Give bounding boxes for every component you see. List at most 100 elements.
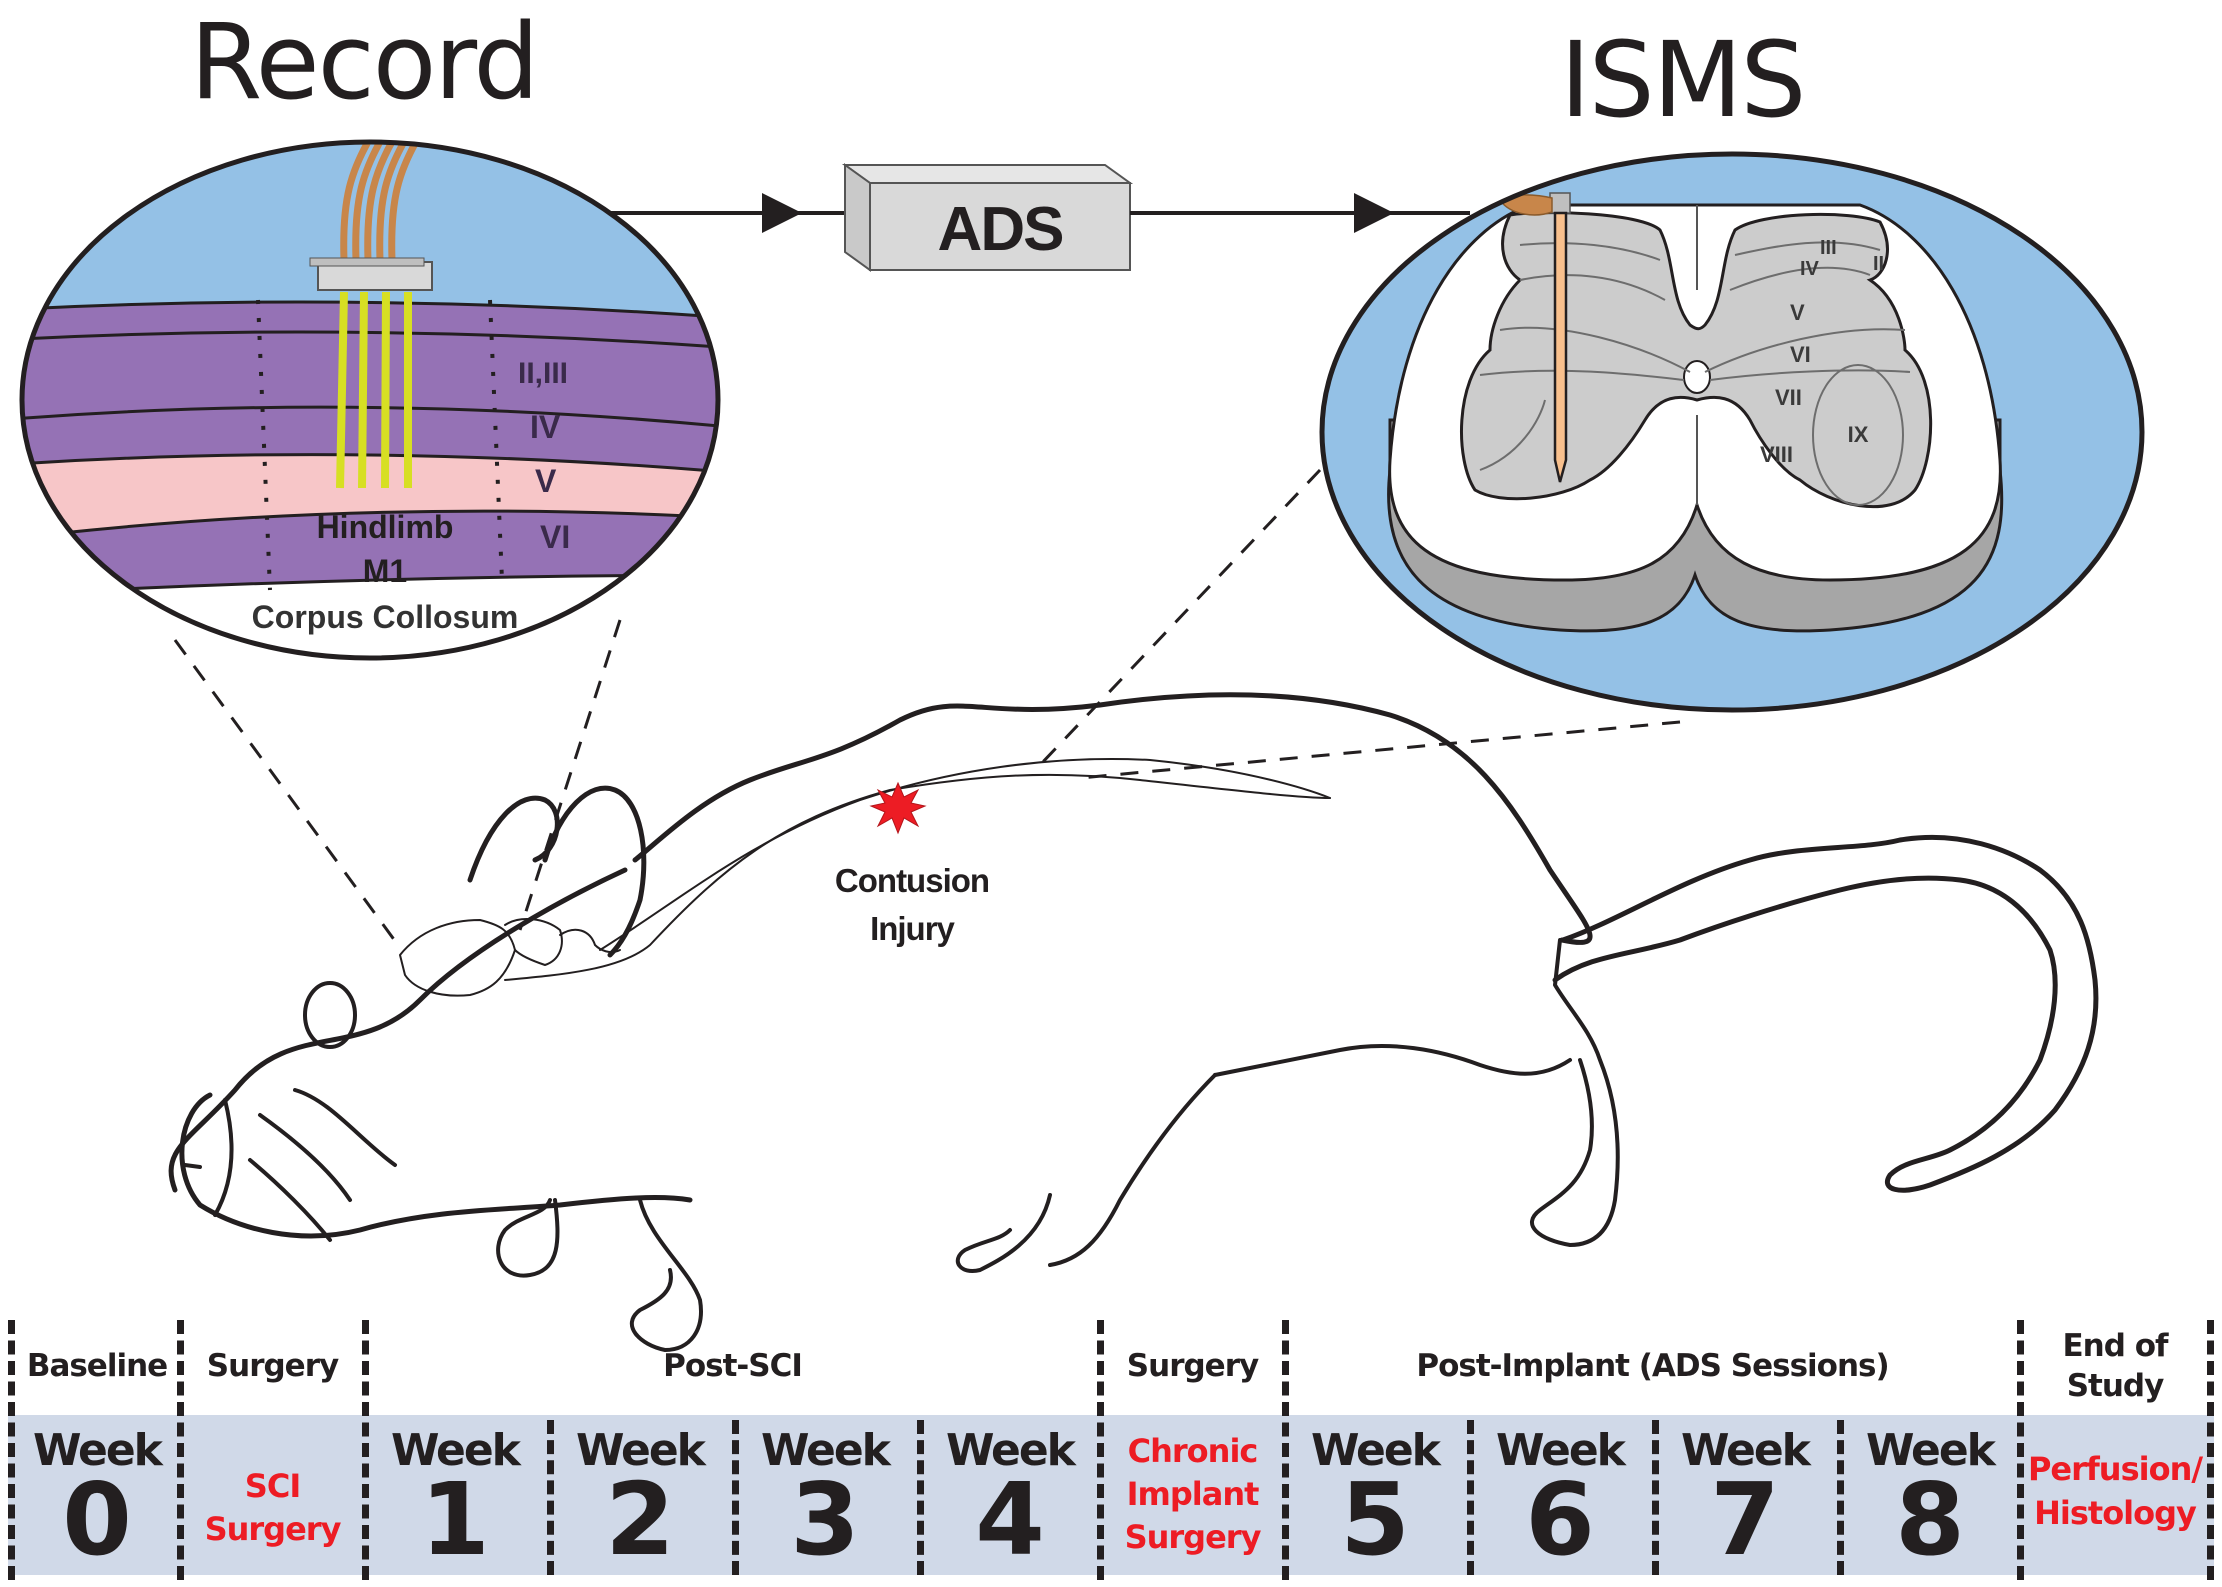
phase-divider — [362, 1320, 369, 1580]
phase-divider — [1282, 1320, 1289, 1580]
phase-header: Post-Implant (ADS Sessions) — [1416, 1348, 1889, 1384]
phase-end-of-study: End of Study Perfusion/ Histology — [2020, 1280, 2210, 1580]
layer-label-v: V — [535, 463, 557, 499]
week-number: 5 — [1340, 1461, 1410, 1578]
week-label: Week — [1311, 1425, 1441, 1476]
rat-belly — [1213, 1044, 1572, 1077]
event-label-line1: Chronic — [1127, 1432, 1259, 1470]
rat-back-outline — [632, 692, 1593, 945]
contusion-label-line1: Contusion — [835, 862, 989, 899]
lamina-label-viii: VIII — [1760, 442, 1793, 467]
brain-inset-border — [19, 139, 721, 661]
rat-eye — [303, 981, 357, 1049]
week-label: Week — [761, 1425, 891, 1476]
phase-header-line2: Study — [2066, 1368, 2165, 1404]
week-number: 2 — [605, 1461, 675, 1578]
week-cell: Week 1 — [365, 1280, 545, 1580]
ads-label: ADS — [938, 195, 1063, 264]
timeline-band — [8, 1415, 2214, 1575]
rat-tail — [1552, 834, 2099, 1193]
rat-spinal-cord-upper — [599, 758, 1331, 951]
week-cell: Week 6 — [1470, 1280, 1650, 1580]
week-cell: Week 2 — [550, 1280, 730, 1580]
rat-brain-outline — [399, 919, 516, 997]
rat-front-paw-front — [630, 1198, 703, 1352]
week-cell: Week 3 — [735, 1280, 915, 1580]
rat-ear-back — [467, 795, 560, 883]
layer-label-ii-iii: II,III — [518, 357, 568, 390]
record-title: Record — [190, 1, 539, 123]
rat-front-paw-back — [496, 1198, 560, 1278]
phase-header: Surgery — [1126, 1348, 1259, 1384]
rat-whisker — [258, 1113, 352, 1202]
phase-implant-surgery: Surgery Chronic Implant Surgery — [1100, 1280, 1285, 1580]
contusion-injury-marker — [869, 781, 927, 835]
week-number: 7 — [1710, 1461, 1780, 1578]
week-label: Week — [391, 1425, 521, 1476]
region-label-m1: M1 — [363, 553, 407, 589]
phase-divider — [2017, 1320, 2024, 1580]
spine-projection-right — [1079, 720, 1681, 780]
week-number: 6 — [1525, 1461, 1595, 1578]
ads-device: ADS — [841, 163, 1134, 272]
week-cell: Week 5 — [1285, 1280, 1465, 1580]
lamina-label-vi: VI — [1790, 342, 1811, 367]
spinal-cord-inset: III II IV V VI VII VIII IX — [1319, 151, 2145, 713]
rat-illustration — [168, 692, 2099, 1352]
week-label: Week — [576, 1425, 706, 1476]
phase-post-sci: Post-SCI Week 1 Week 2 Week 3 Week 4 — [365, 1280, 1100, 1580]
phase-header: Post-SCI — [663, 1348, 803, 1384]
lamina-label-iii: III — [1820, 237, 1837, 259]
corpus-collosum-label: Corpus Collosum — [252, 599, 519, 635]
lamina-label-vii: VII — [1775, 385, 1802, 410]
rat-hind-paw-left — [955, 1193, 1052, 1273]
brain-projection-right — [518, 619, 622, 931]
event-label-line1: SCI — [244, 1467, 301, 1505]
ads-box — [869, 182, 1131, 271]
phase-baseline: Baseline Week 0 — [14, 1280, 180, 1580]
brain-inset: II,III IV V VI Hindlimb M1 Corpus Collos… — [19, 139, 721, 661]
rat-head-outline — [179, 1092, 693, 1239]
rat-nose — [213, 1098, 234, 1217]
week-number: 4 — [975, 1461, 1045, 1578]
week-divider — [917, 1420, 924, 1575]
week-cell: Week 7 — [1655, 1280, 1835, 1580]
layer-label-vi: VI — [540, 519, 570, 555]
isms-title: ISMS — [1560, 19, 1806, 141]
phase-divider — [8, 1320, 15, 1580]
electrode-shanks — [336, 291, 412, 489]
week-label: Week — [1866, 1425, 1996, 1476]
rat-ear-front — [542, 785, 647, 958]
contusion-label-line2: Injury — [870, 910, 955, 947]
lamina-label-ix: IX — [1848, 422, 1869, 447]
phase-divider — [2207, 1320, 2214, 1580]
lamina-label-iv: IV — [1800, 258, 1820, 280]
study-timeline: Baseline Week 0 Surgery SCI Surgery Post… — [0, 1280, 2222, 1587]
isms-electrode-shank — [1553, 211, 1568, 483]
event-label-line3: Surgery — [1124, 1518, 1262, 1556]
lamina-label-v: V — [1790, 300, 1805, 325]
event-label-line2: Implant — [1126, 1475, 1260, 1513]
region-label-hindlimb: Hindlimb — [317, 509, 454, 545]
rat-whisker — [293, 1088, 397, 1167]
week-number: 8 — [1895, 1461, 1965, 1578]
brain-projection-left — [173, 639, 400, 946]
layer-v-band — [22, 453, 718, 542]
week-number: 3 — [790, 1461, 860, 1578]
spinal-inset-border — [1319, 151, 2145, 713]
projection-lines — [173, 468, 1681, 946]
week-cell: Week 4 — [920, 1280, 1100, 1580]
week-label: Week — [946, 1425, 1076, 1476]
week-divider — [1467, 1420, 1474, 1575]
week-divider — [1652, 1420, 1659, 1575]
rat-whisker — [248, 1158, 332, 1242]
week-label: Week — [1681, 1425, 1811, 1476]
week-number: 0 — [62, 1461, 132, 1578]
week-cell: Week 8 — [1840, 1280, 2020, 1580]
event-label-line2: Histology — [2034, 1494, 2197, 1532]
phase-header-line1: End of — [2062, 1328, 2168, 1364]
event-label-line1: Perfusion/ — [2027, 1450, 2203, 1488]
central-canal — [1683, 360, 1711, 394]
spine-projection-left — [1038, 468, 1322, 767]
